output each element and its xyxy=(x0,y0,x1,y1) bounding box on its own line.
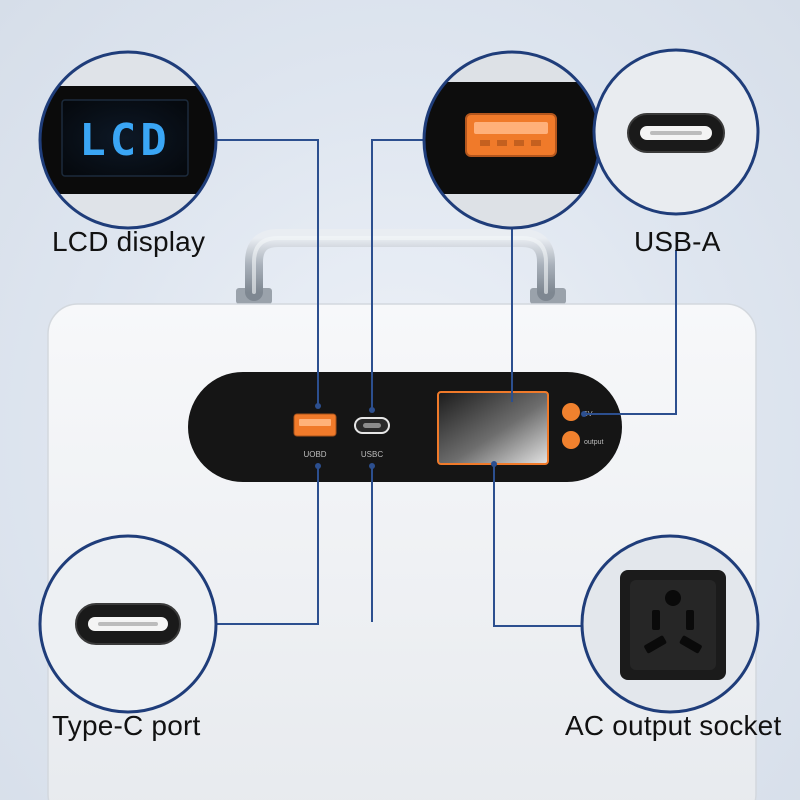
leader-dots xyxy=(315,403,587,469)
panel-usb-a-port xyxy=(293,413,337,437)
panel-port-label-left: UOBD xyxy=(303,450,326,459)
leader-line-ac xyxy=(493,464,582,627)
panel-port-label-right: USBC xyxy=(361,450,383,459)
leader-line-usb-c xyxy=(584,250,677,415)
label-type-c-port: Type-C port xyxy=(52,710,201,741)
panel-button-output[interactable] xyxy=(562,431,580,449)
callout-type-c-closeup xyxy=(38,534,218,714)
callout-usb-a-closeup xyxy=(422,50,602,230)
callout-ac-socket-closeup xyxy=(580,534,760,714)
label-usb-a: USB-A xyxy=(634,226,721,257)
panel-button-label-bottom: output xyxy=(584,439,604,446)
leader-line-usb-a xyxy=(371,139,434,410)
ac-socket-icon xyxy=(620,570,726,680)
label-ac-output-socket: AC output socket xyxy=(565,710,782,741)
panel-usb-c-port xyxy=(354,417,390,434)
label-lcd-display: LCD display xyxy=(52,226,206,257)
callout-usb-c-closeup xyxy=(592,48,760,216)
callout-lcd-display: LCD xyxy=(38,50,218,230)
lcd-screen-icon xyxy=(61,99,189,177)
usb-a-port-icon xyxy=(465,113,557,157)
usb-c-port-icon xyxy=(627,113,725,153)
usb-c-port-icon xyxy=(75,603,181,645)
panel-lcd-screen xyxy=(437,391,549,465)
front-panel: 5V output UOBD USBC xyxy=(188,372,622,482)
leader-lines xyxy=(216,139,677,627)
leader-line-type-c xyxy=(216,466,319,625)
leader-line-lcd xyxy=(216,139,319,406)
panel-button-5v[interactable] xyxy=(562,403,580,421)
carry-handle-icon xyxy=(236,229,566,304)
lcd-screen-text: LCD xyxy=(79,115,170,166)
